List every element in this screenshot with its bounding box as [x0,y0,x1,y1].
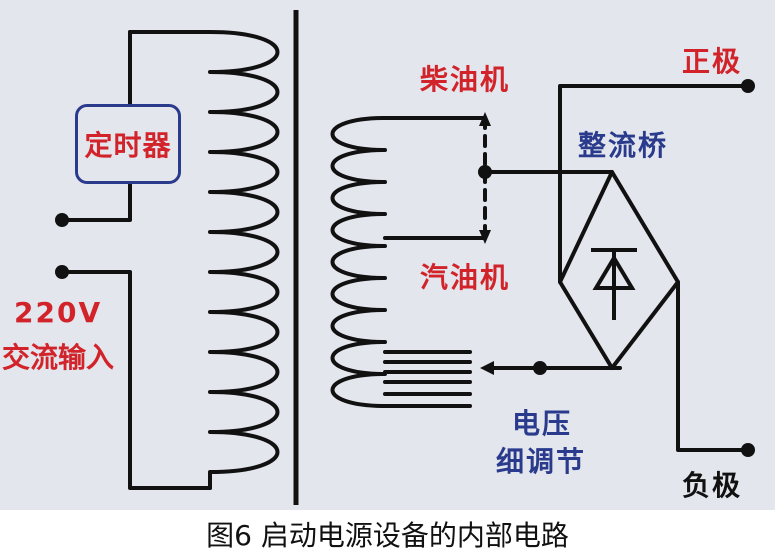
positive-wire [558,84,750,284]
negative-label: 负极 [682,469,743,502]
selector-node [478,165,492,179]
negative-terminal [741,443,755,457]
primary-coil [208,30,280,490]
input-lower-wire [62,270,212,490]
gasoline-label: 汽油机 [420,261,511,294]
timer-box: 定时器 [75,104,181,184]
negative-wire [676,280,750,452]
secondary-coil [330,116,387,408]
fine-adjust-node [533,361,547,375]
input-terminal-bottom [55,265,69,279]
fine-adjust-arrow [480,361,494,375]
input-terminal-top [55,213,69,227]
positive-terminal [741,79,755,93]
timer-label: 定时器 [84,129,172,162]
fine-adjust-label-2: 细调节 [496,445,587,478]
ac-input-label: 交流输入 [2,341,115,374]
selector-arrow-up [479,112,491,126]
figure-caption: 图6 启动电源设备的内部电路 [206,519,569,552]
circuit-diagram: 定时器 220V 交流输入 柴油机 汽油机 整流桥 正极 负极 电压 细调节 [0,0,775,510]
selector-arrow-down [479,230,491,244]
diode-symbol [591,248,637,320]
fine-adjust-label-1: 电压 [512,407,573,440]
bridge-diamond [558,170,680,370]
rectifier-label: 整流桥 [578,129,669,162]
voltage-label: 220V [14,296,103,329]
diesel-label: 柴油机 [420,63,511,96]
circuit-svg [55,10,755,505]
positive-label: 正极 [682,45,743,78]
timer-bottom-wire [62,182,132,222]
